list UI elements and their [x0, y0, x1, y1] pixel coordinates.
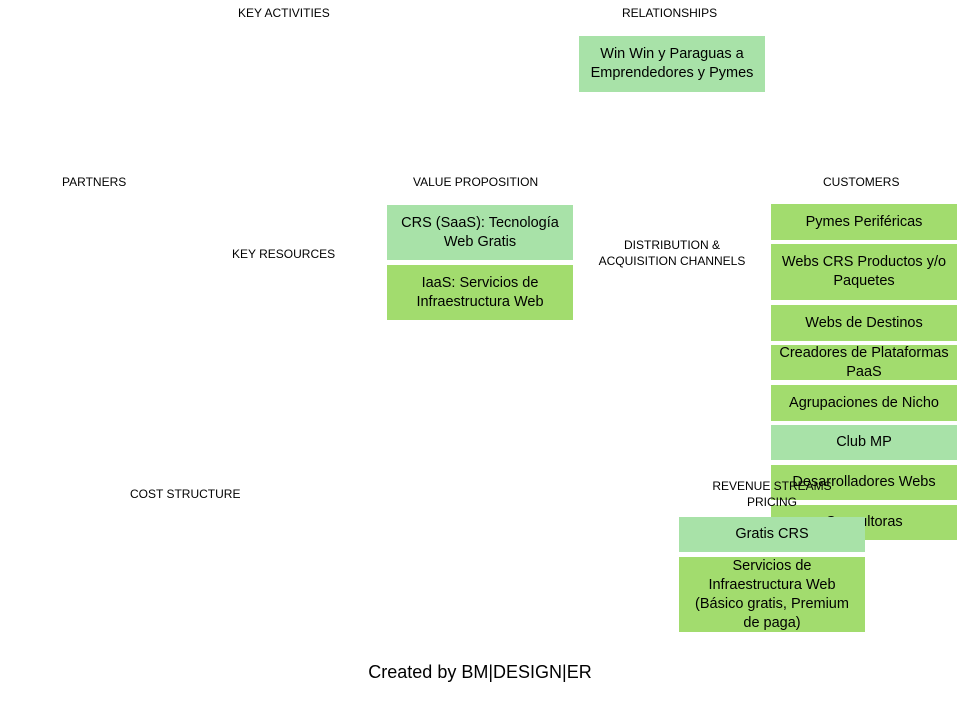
header-revenue-line2: PRICING — [746, 495, 797, 509]
header-key-activities: KEY ACTIVITIES — [238, 6, 330, 20]
header-value-proposition: VALUE PROPOSITION — [413, 175, 539, 189]
header-partners: PARTNERS — [62, 175, 127, 189]
header-relationships: RELATIONSHIPS — [622, 6, 718, 20]
value-proposition-card-iaas[interactable]: IaaS: Servicios de Infraestructura Web — [387, 265, 573, 320]
header-distribution-channels: DISTRIBUTION & ACQUISITION CHANNELS — [592, 237, 752, 269]
customer-card-club-mp[interactable]: Club MP — [771, 425, 957, 460]
footer-credit: Created by BM|DESIGN|ER — [368, 662, 592, 682]
header-customers: CUSTOMERS — [823, 175, 900, 189]
header-key-resources: KEY RESOURCES — [232, 247, 336, 261]
header-revenue-streams: REVENUE STREAMS PRICING — [690, 478, 854, 510]
header-distribution-line2: ACQUISITION CHANNELS — [598, 254, 746, 268]
value-proposition-card-crs[interactable]: CRS (SaaS): Tecnología Web Gratis — [387, 205, 573, 260]
revenue-card-infraestructura[interactable]: Servicios de Infraestructura Web (Básico… — [679, 557, 865, 632]
header-cost-structure: COST STRUCTURE — [130, 487, 241, 501]
header-revenue-line1: REVENUE STREAMS — [712, 479, 832, 493]
customer-card-creadores-paas[interactable]: Creadores de Plataformas PaaS — [771, 345, 957, 380]
customer-card-agrupaciones[interactable]: Agrupaciones de Nicho — [771, 385, 957, 421]
customer-card-desarrolladores[interactable]: Desarrolladores Webs — [771, 465, 957, 500]
customer-card-pymes[interactable]: Pymes Periféricas — [771, 204, 957, 240]
customer-card-webs-crs[interactable]: Webs CRS Productos y/o Paquetes — [771, 244, 957, 300]
revenue-card-gratis-crs[interactable]: Gratis CRS — [679, 517, 865, 552]
customer-card-webs-destinos[interactable]: Webs de Destinos — [771, 305, 957, 341]
header-distribution-line1: DISTRIBUTION & — [623, 238, 720, 252]
relationship-card[interactable]: Win Win y Paraguas a Emprendedores y Pym… — [579, 36, 765, 92]
